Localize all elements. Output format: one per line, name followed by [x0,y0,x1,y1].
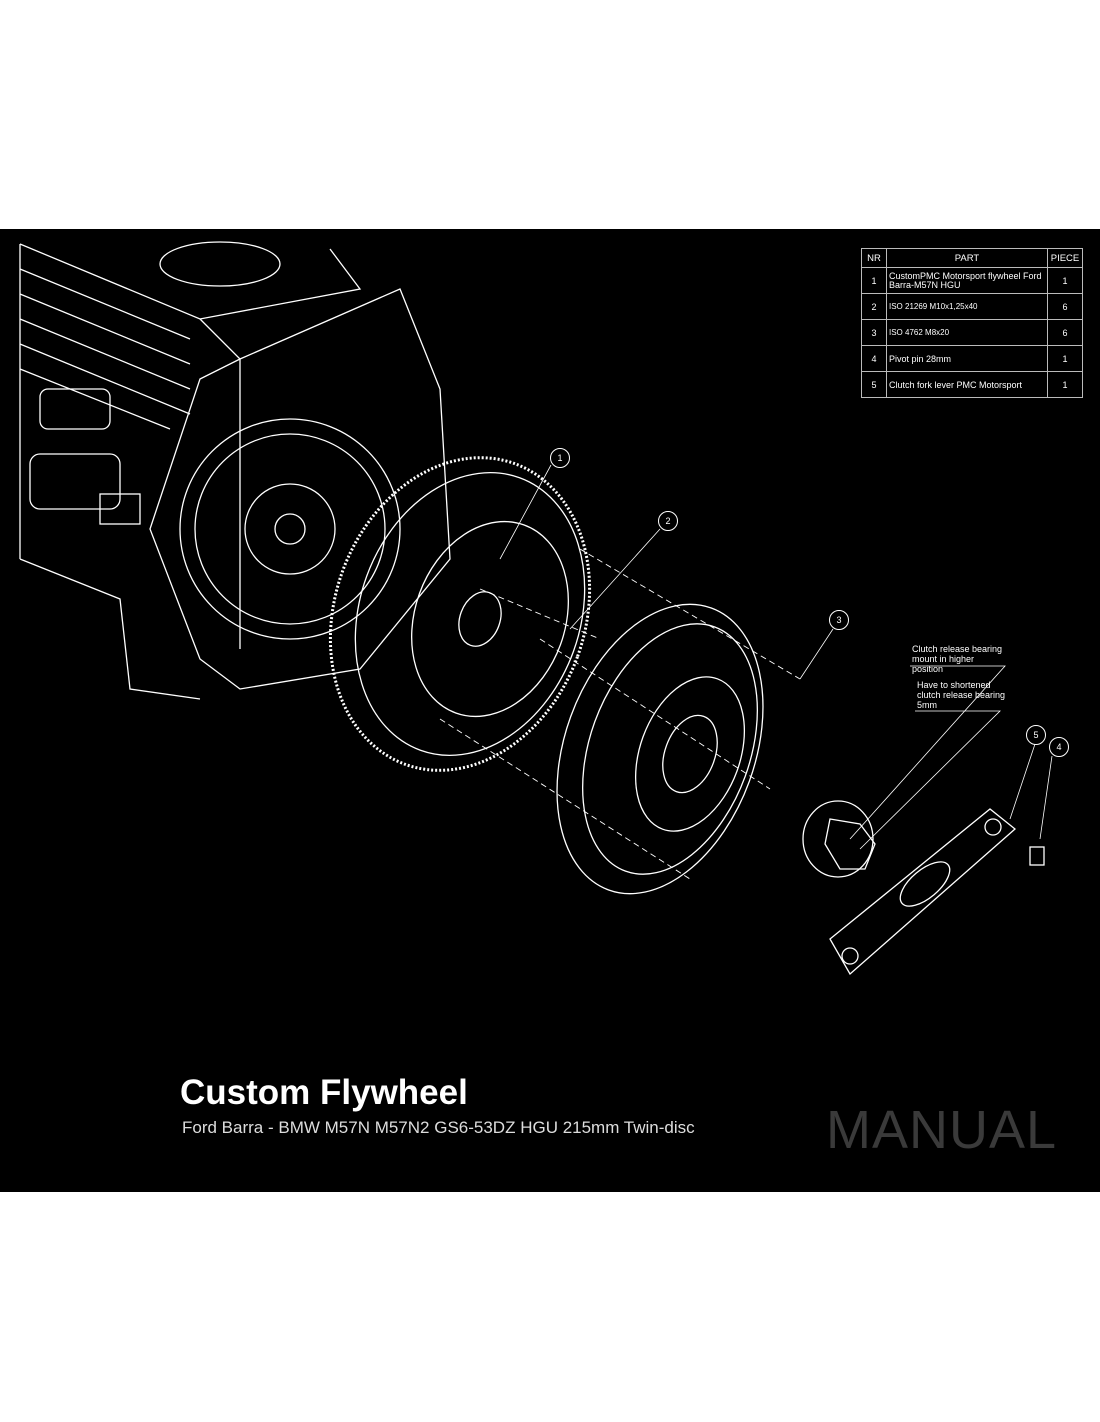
cell-piece: 6 [1047,319,1083,346]
manual-watermark: MANUAL [826,1100,1058,1160]
subtitle: Ford Barra - BMW M57N M57N2 GS6-53DZ HGU… [182,1118,695,1137]
release-bearing [802,800,876,878]
cell-piece: 1 [1047,371,1083,398]
page-title: Custom Flywheel [180,1073,468,1112]
flywheel [328,456,592,772]
callout-3: 3 [829,610,849,630]
note-bearing-shortened: Have to shortened clutch release bearing… [917,680,1006,710]
header-piece: PIECE [1047,248,1083,268]
cell-part: Pivot pin 28mm [886,345,1048,372]
cell-part: CustomPMC Motorsport flywheel Ford Barra… [886,267,1048,294]
callout-5: 5 [1026,725,1046,745]
cell-part: ISO 4762 M8x20 [886,319,1048,346]
header-part: PART [886,248,1048,268]
cell-part: Clutch fork lever PMC Motorsport [886,371,1048,398]
cell-part: ISO 21269 M10x1,25x40 [886,293,1048,320]
cell-nr: 5 [861,371,887,398]
callout-4: 4 [1049,737,1069,757]
cell-piece: 1 [1047,345,1083,372]
callout-2: 2 [658,511,678,531]
header-nr: NR [861,248,887,268]
cell-nr: 1 [861,267,887,294]
exploded-view-drawing [19,241,1053,976]
cell-nr: 4 [861,345,887,372]
pivot-pin [1029,846,1045,866]
leader-lines [499,464,1053,850]
note-bearing-mount: Clutch release bearing mount in higher p… [912,644,1003,674]
table-header-row: NR PART PIECE [861,248,1083,268]
callout-1: 1 [550,448,570,468]
cell-nr: 2 [861,293,887,320]
cell-piece: 6 [1047,293,1083,320]
cell-nr: 3 [861,319,887,346]
clutch-assembly [556,603,764,895]
cell-piece: 1 [1047,267,1083,294]
engine-block [19,241,451,700]
clutch-fork-lever [829,808,1017,976]
